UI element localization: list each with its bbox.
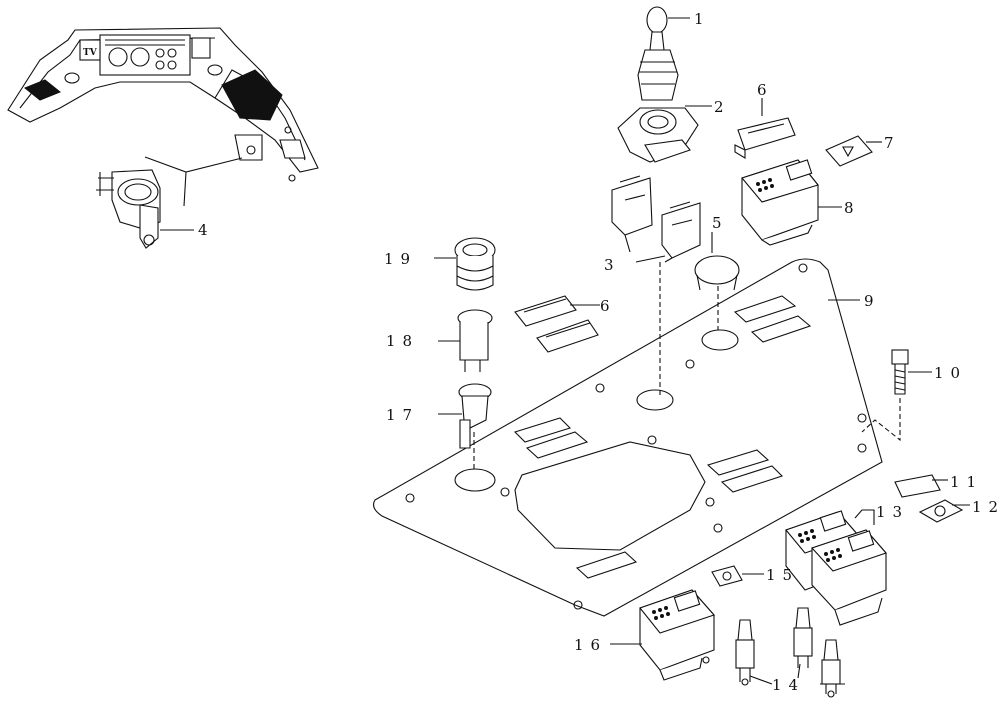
part-9-switch-panel: 9 bbox=[373, 258, 883, 617]
callout-2: 2 bbox=[714, 98, 731, 116]
callout-17: 17 bbox=[386, 406, 419, 424]
part-2-joystick-base: 2 bbox=[617, 98, 731, 163]
callout-3: 3 bbox=[604, 256, 621, 274]
callout-18: 18 bbox=[386, 332, 419, 350]
part-11-square-label: 11 bbox=[894, 473, 983, 498]
callout-19: 19 bbox=[384, 250, 417, 268]
part-15-small-lens: 15 bbox=[711, 565, 799, 587]
callout-15: 15 bbox=[766, 566, 799, 584]
callout-6-top: 6 bbox=[757, 81, 774, 99]
part-14-connectors: 14 bbox=[735, 607, 845, 698]
part-19-cap: 19 bbox=[384, 237, 496, 291]
callout-16: 16 bbox=[574, 636, 607, 654]
part-13-rocker-switches: 13 bbox=[785, 503, 909, 626]
callout-11: 11 bbox=[950, 473, 983, 491]
tv-badge: TV bbox=[83, 48, 98, 58]
part-3-clips: 3 bbox=[604, 175, 701, 398]
part-12-round-label: 12 bbox=[918, 498, 1000, 523]
callout-4: 4 bbox=[198, 221, 215, 239]
part-17-socket: 17 bbox=[386, 383, 492, 470]
part-8-rocker-switch: 8 bbox=[741, 159, 861, 246]
callout-8: 8 bbox=[844, 199, 861, 217]
callout-14: 14 bbox=[772, 676, 805, 694]
callout-7: 7 bbox=[884, 134, 901, 152]
callout-12: 12 bbox=[972, 498, 1000, 516]
part-6-lens-top: 6 bbox=[734, 81, 796, 159]
panel-holes bbox=[405, 263, 867, 610]
callout-13: 13 bbox=[876, 503, 909, 521]
part-7-hazard-lens: 7 bbox=[825, 134, 901, 167]
part-1-joystick: 1 bbox=[637, 6, 711, 101]
callout-9: 9 bbox=[864, 292, 881, 310]
part-4-key-switch: 4 bbox=[96, 169, 215, 249]
part-16-rocker-switch: 16 bbox=[574, 589, 715, 681]
part-18-sleeve: 18 bbox=[386, 309, 493, 372]
part-5-round-cap: 5 bbox=[694, 214, 740, 330]
callout-6-pair: 6 bbox=[600, 297, 617, 315]
panel-slots-left bbox=[513, 295, 812, 579]
callout-5: 5 bbox=[712, 214, 729, 232]
callout-10: 10 bbox=[934, 364, 967, 382]
callout-1: 1 bbox=[694, 10, 711, 28]
dashboard-assembly: TV bbox=[7, 27, 319, 207]
part-6-lens-pair: 6 bbox=[514, 295, 617, 353]
part-10-bolt: 10 bbox=[861, 349, 967, 442]
